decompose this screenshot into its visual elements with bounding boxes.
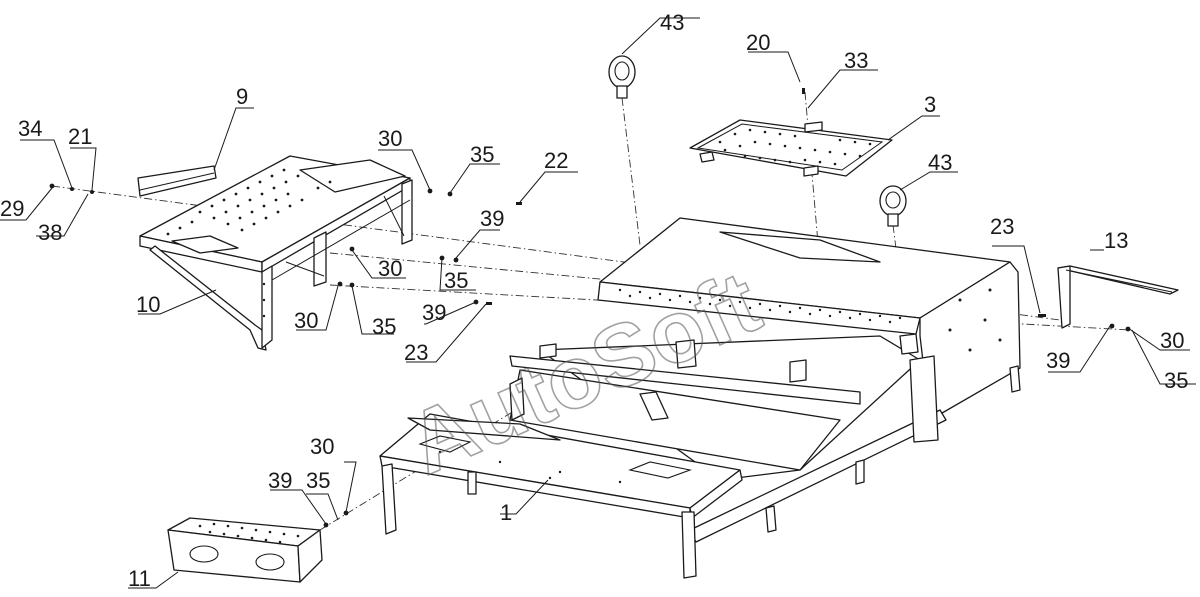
callout-38: 38 [38,220,62,245]
callout-13: 13 [1104,228,1128,253]
callout-39-d: 39 [268,468,292,493]
callout-11: 11 [128,566,151,591]
callout-43-top: 43 [660,10,684,35]
callout-29: 29 [0,196,24,221]
callout-labels: 43 20 33 3 43 9 34 21 29 38 30 35 22 39 … [0,10,1188,591]
part-9-plate [137,165,217,197]
callout-35-a: 35 [470,142,494,167]
callout-39-a: 39 [480,206,504,231]
callout-21: 21 [68,124,92,149]
callout-30-d: 30 [1160,328,1184,353]
callout-1: 1 [500,500,512,525]
callout-30-a: 30 [378,126,402,151]
callout-35-d: 35 [1164,368,1188,393]
callout-23-b: 23 [990,214,1014,239]
callout-22: 22 [544,148,568,173]
part-43-eye-bolt-right [879,185,907,227]
callout-35-b: 35 [444,268,468,293]
callout-3: 3 [924,92,936,117]
part-10-left-platform [139,155,413,351]
callout-43-right: 43 [928,150,952,175]
callout-20: 20 [746,30,770,55]
callout-33: 33 [844,48,868,73]
callout-35-c: 35 [372,314,396,339]
callout-10: 10 [136,292,160,317]
callout-35-e: 35 [306,468,330,493]
callout-9: 9 [236,84,248,109]
callout-30-b: 30 [378,256,402,281]
callout-39-b: 39 [422,300,446,325]
part-13-bracket [1057,265,1179,329]
main-chassis-frame [379,217,1021,579]
leader-lines [0,17,1196,589]
callout-30-c: 30 [294,308,318,333]
callout-30-e: 30 [310,434,334,459]
callout-34: 34 [18,116,42,141]
fasteners [49,88,1131,528]
callout-39-c: 39 [1046,348,1070,373]
callout-23-a: 23 [404,340,428,365]
part-11-step [167,517,323,583]
part-43-eye-bolt-top [608,55,636,99]
part-3-cover-plate [689,119,893,177]
